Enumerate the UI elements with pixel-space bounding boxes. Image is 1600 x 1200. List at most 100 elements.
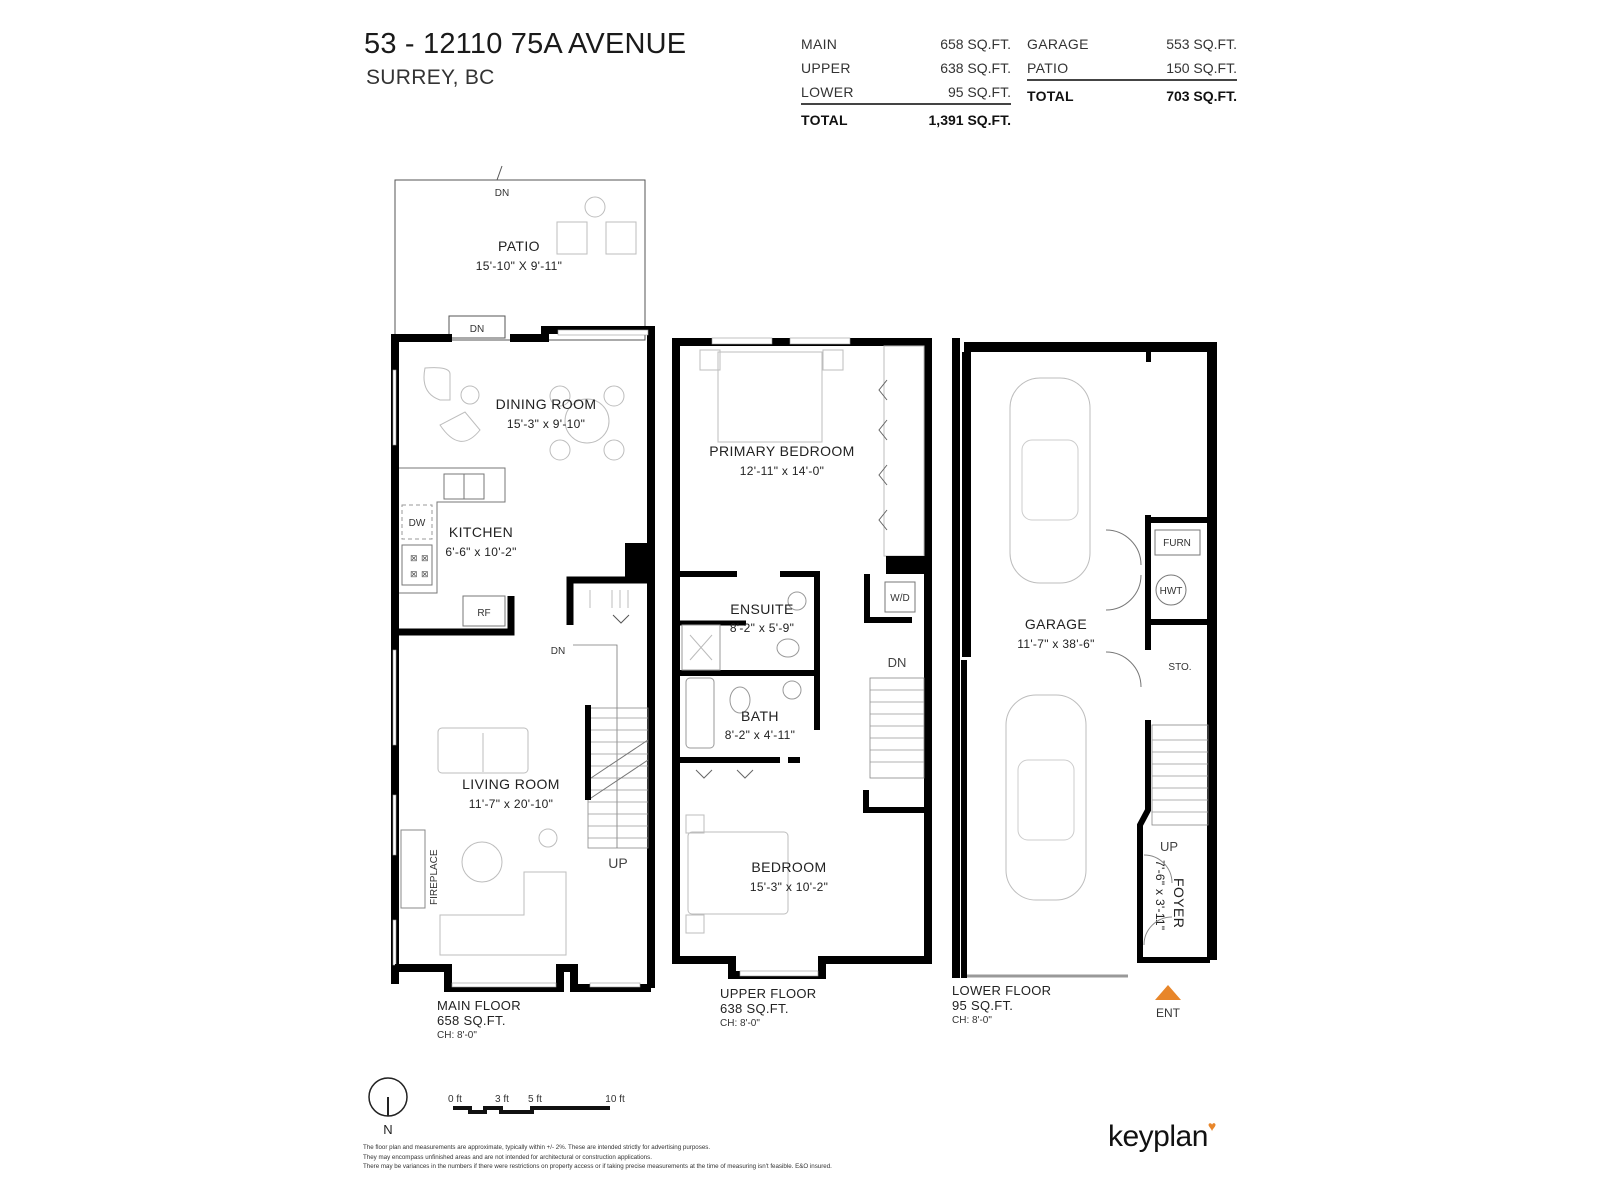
room-dims-garage: 11'-7" x 38'-6" — [1017, 637, 1094, 651]
toilet-icon — [729, 686, 751, 714]
room-name-foyer: FOYER — [1171, 878, 1187, 928]
dishwasher — [401, 504, 433, 540]
armchair-icon — [423, 367, 451, 401]
closet-rod — [589, 590, 629, 608]
furn-label: FURN — [1163, 538, 1191, 549]
brand-name: keyplan — [1108, 1120, 1208, 1153]
area-row-patio: PATIO 150 SQ.FT. — [1027, 60, 1237, 76]
upper-floor-ceiling: CH: 8'-0" — [720, 1018, 760, 1029]
nightstand-icon — [822, 349, 844, 371]
window — [392, 794, 397, 856]
wall — [1137, 720, 1210, 963]
car-roof — [1017, 759, 1075, 841]
window — [711, 337, 773, 345]
break-line — [587, 739, 649, 781]
area-row-main: MAIN 658 SQ.FT. — [801, 36, 1011, 52]
burner-icon: ⊠ — [421, 553, 429, 563]
car-roof — [1021, 439, 1079, 521]
stair-path — [573, 644, 618, 848]
fireplace-icon — [400, 829, 426, 909]
washer-dryer — [884, 581, 916, 613]
north-label: N — [383, 1122, 392, 1137]
window — [451, 982, 557, 988]
rf-label: RF — [477, 608, 490, 619]
area-row-total: TOTAL 703 SQ.FT. — [1027, 88, 1237, 104]
bathtub-icon — [685, 677, 715, 749]
closet — [883, 345, 925, 557]
nightstand-icon — [685, 914, 705, 934]
nightstand-icon — [685, 814, 705, 834]
scale-3: 3 ft — [495, 1094, 509, 1105]
dining-table-icon — [564, 398, 610, 444]
wall-column — [625, 543, 647, 578]
wall — [566, 576, 648, 625]
room-dims-kitchen: 6'-6" x 10'-2" — [445, 545, 516, 559]
disclaimer: The floor plan and measurements are appr… — [363, 1143, 832, 1172]
stair-dn-label: DN — [551, 646, 565, 657]
wall — [1145, 515, 1210, 650]
brand-logo: keyplan♥ — [1108, 1118, 1216, 1154]
room-name-bedroom: BEDROOM — [751, 859, 826, 875]
entrance-marker-icon — [1155, 985, 1181, 1000]
upper-floor-caption: UPPER FLOOR — [720, 986, 816, 1001]
room-name-kitchen: KITCHEN — [449, 524, 513, 540]
room-dims-primary-bedroom: 12'-11" x 14'-0" — [740, 464, 824, 478]
wall — [395, 596, 515, 636]
lower-floor-plan: FURN HWT STO. GARAGE 11'-7" x 38'-6" UP … — [952, 338, 1217, 1026]
area-row-total: TOTAL 1,391 SQ.FT. — [801, 112, 1011, 128]
room-dims-living: 11'-7" x 20'-10" — [469, 797, 553, 811]
room-name-patio: PATIO — [498, 238, 540, 254]
scale-bar: 0 ft 3 ft 5 ft 10 ft — [448, 1094, 625, 1114]
bed-icon — [687, 831, 789, 915]
car-icon — [1005, 694, 1087, 901]
stair-up-label: UP — [608, 855, 627, 871]
window — [589, 982, 641, 988]
area-row-lower: LOWER 95 SQ.FT. — [801, 84, 1011, 100]
area-row-upper: UPPER 638 SQ.FT. — [801, 60, 1011, 76]
bifold-door-icon — [878, 379, 888, 531]
wall — [395, 326, 655, 988]
chair-icon — [549, 385, 571, 407]
plant-icon — [584, 196, 606, 218]
step — [448, 315, 506, 339]
toilet-icon — [776, 638, 800, 658]
room-dims-bedroom: 15'-3" x 10'-2" — [750, 880, 828, 894]
sink-icon — [782, 680, 802, 700]
room-name-living: LIVING ROOM — [462, 776, 560, 792]
scale-0: 0 ft — [448, 1094, 462, 1105]
counter — [399, 467, 506, 594]
nightstand-icon — [699, 349, 721, 371]
wall — [585, 705, 591, 800]
door-swing — [1105, 529, 1142, 611]
stairs — [1151, 724, 1209, 826]
area-row-garage: GARAGE 553 SQ.FT. — [1027, 36, 1237, 52]
wall — [676, 571, 820, 763]
lower-floor-area: 95 SQ.FT. — [952, 998, 1013, 1013]
lower-floor-caption: LOWER FLOOR — [952, 983, 1051, 998]
chair-icon — [603, 385, 625, 407]
stair-treads — [1152, 739, 1208, 813]
stair-treads — [588, 717, 648, 839]
disclaimer-line: There may be variances in the numbers if… — [363, 1163, 832, 1170]
wd-label: W/D — [890, 593, 909, 604]
sectional-sofa-icon — [439, 871, 567, 956]
side-table-icon — [460, 385, 480, 405]
wall — [964, 342, 1217, 960]
burner-icon: ⊠ — [410, 553, 418, 563]
main-floor-ceiling: CH: 8'-0" — [437, 1030, 477, 1041]
door-swing — [1105, 651, 1142, 688]
property-city: SURREY, BC — [366, 66, 495, 89]
main-floor-area: 658 SQ.FT. — [437, 1013, 506, 1028]
sink-icon — [787, 591, 807, 611]
side-table-icon — [538, 828, 558, 848]
room-name-bath: BATH — [741, 708, 779, 724]
window — [392, 369, 397, 446]
north-arrow: N — [368, 1077, 408, 1137]
furnace — [1154, 529, 1201, 556]
burner-icon: ⊠ — [421, 569, 429, 579]
dw-label: DW — [409, 518, 426, 529]
room-name-garage: GARAGE — [1025, 616, 1087, 632]
upper-floor-area: 638 SQ.FT. — [720, 1001, 789, 1016]
main-floor-caption: MAIN FLOOR — [437, 998, 521, 1013]
